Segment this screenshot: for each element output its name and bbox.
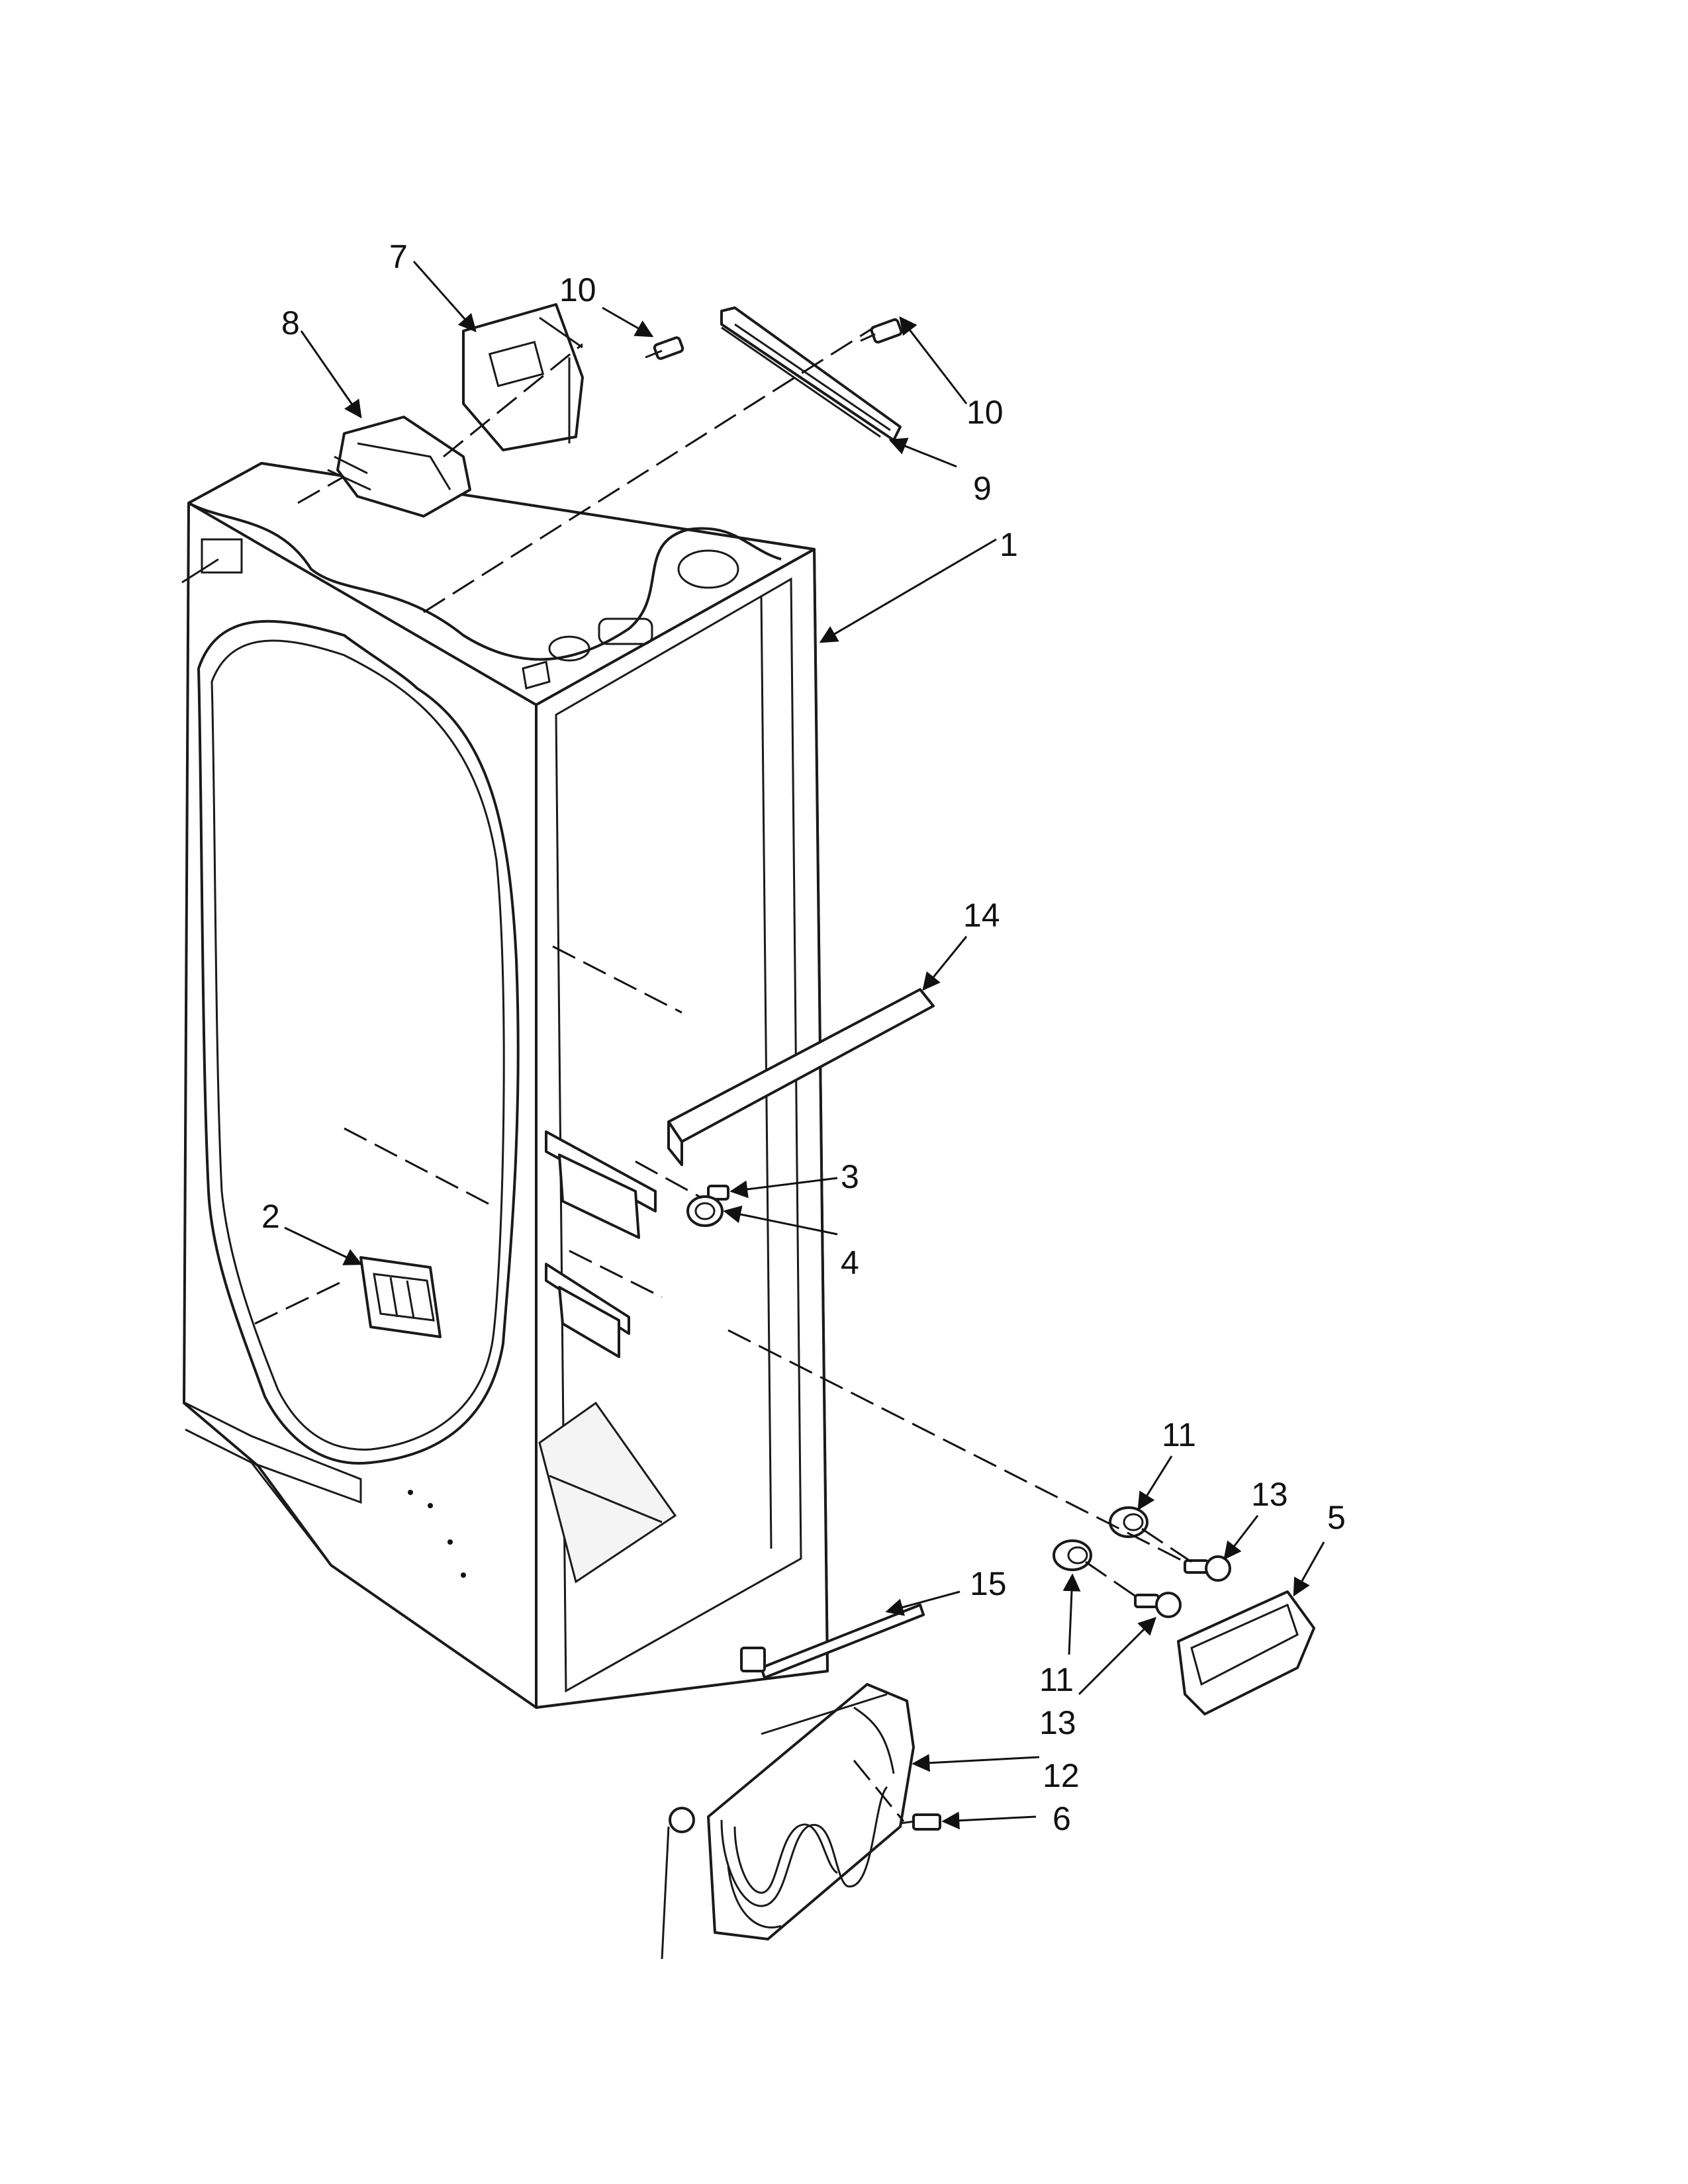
callout-11-lower: 11 <box>1039 1661 1074 1698</box>
heater-coil-part-12 <box>661 1683 915 1960</box>
knob-part-4 <box>686 1195 724 1227</box>
screw-part-3 <box>707 1185 729 1201</box>
cap-part-11-upper <box>1109 1506 1149 1538</box>
callout-11-upper: 11 <box>1162 1416 1196 1453</box>
callout-3: 3 <box>841 1158 859 1195</box>
control-housing-part-8 <box>327 416 471 518</box>
leader-arrows <box>284 261 1325 1830</box>
callout-14: 14 <box>963 897 1000 934</box>
callout-10-right: 10 <box>966 394 1004 431</box>
socket-part-2 <box>359 1256 442 1338</box>
callout-13-upper: 13 <box>1251 1476 1288 1513</box>
light-housing-part-5 <box>1177 1590 1315 1715</box>
callout-4: 4 <box>841 1244 859 1281</box>
callout-7: 7 <box>389 238 408 275</box>
bracket-part-7 <box>462 303 584 451</box>
callout-9: 9 <box>973 470 992 507</box>
callout-12: 12 <box>1043 1757 1080 1794</box>
callout-6: 6 <box>1053 1800 1071 1837</box>
callout-10-left: 10 <box>559 271 596 308</box>
bulb-part-13-upper <box>1184 1555 1231 1582</box>
callout-8: 8 <box>281 304 300 341</box>
callout-15: 15 <box>970 1565 1007 1602</box>
screw-part-10-right <box>860 318 903 344</box>
callout-13-lower: 13 <box>1039 1704 1076 1741</box>
assembly-lines <box>254 326 1192 1822</box>
rail-part-9 <box>720 306 902 441</box>
cabinet-liner <box>181 462 829 1709</box>
callout-2: 2 <box>261 1198 280 1235</box>
bulb-part-13-lower <box>1134 1592 1182 1618</box>
callout-1: 1 <box>1000 526 1018 563</box>
screw-part-10-left <box>645 336 684 360</box>
shield-part-14 <box>667 988 935 1166</box>
callout-labels: 7 8 10 10 9 1 14 3 4 2 11 13 5 15 11 13 … <box>261 238 1346 1837</box>
callout-5: 5 <box>1327 1499 1346 1536</box>
cable-tie-part-15 <box>740 1604 925 1679</box>
screw-part-6 <box>900 1813 941 1831</box>
cap-part-11-lower <box>1053 1539 1092 1571</box>
